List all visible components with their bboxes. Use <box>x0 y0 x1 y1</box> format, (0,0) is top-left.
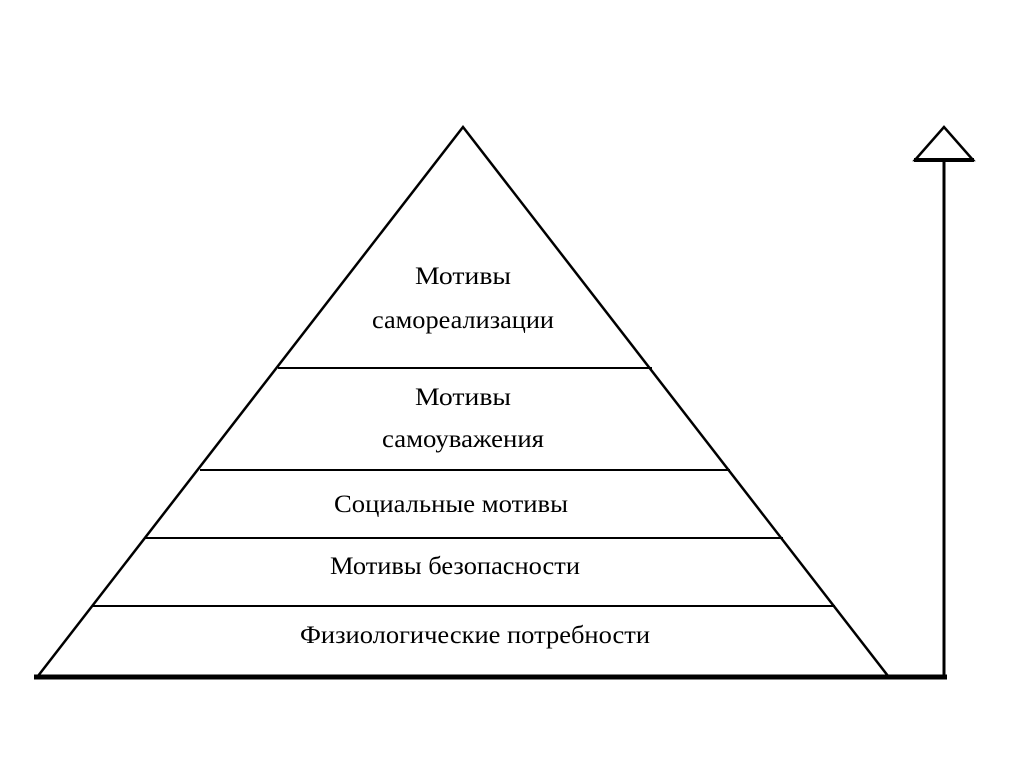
level-1-label: Физиологические потребности <box>300 622 650 649</box>
level-2-label: Мотивы безопасности <box>330 553 580 580</box>
level-5-label-line2: самореализации <box>372 307 554 334</box>
level-5-label-line1: Мотивы <box>415 263 511 290</box>
arrow-up-icon <box>912 125 976 162</box>
level-4-label-line2: самоуважения <box>382 426 545 453</box>
level-3-label: Социальные мотивы <box>334 491 568 518</box>
level-4-label-line1: Мотивы <box>415 384 511 411</box>
